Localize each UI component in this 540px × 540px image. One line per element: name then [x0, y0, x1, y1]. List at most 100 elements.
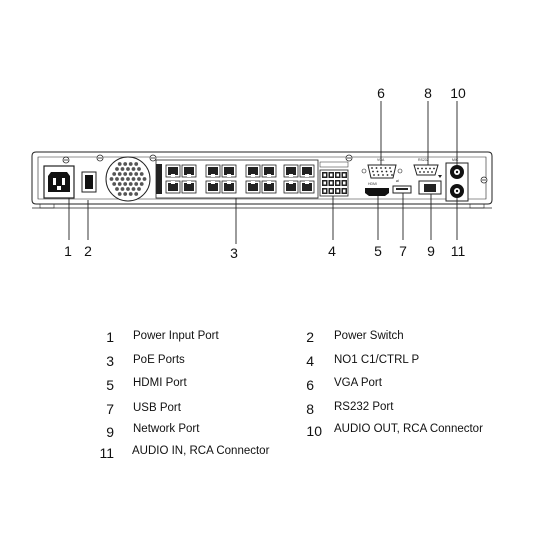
poe-port-socket: [248, 183, 258, 191]
rs232-pin: [431, 171, 433, 173]
callout-numbers: 6 8 10 1 2 3 4 5 7 9 11: [64, 85, 466, 261]
terminal-screw: [343, 189, 346, 193]
fan-hole: [134, 162, 139, 166]
rs232-label: RS232: [418, 158, 429, 162]
legend-text-6: VGA Port: [334, 377, 382, 389]
poe-port-latch: [289, 181, 293, 184]
fan-hole: [128, 162, 133, 166]
audio-out-rca: [450, 165, 464, 179]
usb-symbol: ⇌: [396, 179, 400, 183]
fan-hole: [123, 192, 128, 196]
vga-pin: [389, 167, 391, 169]
hdmi-port: HDMI: [365, 182, 389, 196]
legend-text-2: Power Switch: [334, 330, 404, 342]
rs232-pin: [433, 167, 435, 170]
vga-pin: [390, 170, 392, 173]
legend-text-4: NO1 C1/CTRL P: [334, 354, 420, 366]
terminal-screw: [336, 173, 339, 177]
fan-hole: [120, 177, 125, 181]
vga-pin: [380, 167, 382, 169]
vga-pin: [377, 174, 380, 176]
fan-hole: [123, 172, 128, 176]
rs232-pin: [419, 171, 421, 173]
terminal-screw: [323, 173, 326, 177]
fan-hole: [137, 187, 141, 191]
fan-grille: [105, 156, 151, 202]
rs232-port: RS232: [413, 158, 439, 176]
fan-hole: [112, 182, 117, 186]
vga-pin: [372, 170, 374, 173]
poe-port-socket: [208, 183, 218, 191]
fan-hole: [115, 187, 119, 191]
fan-hole: [120, 187, 125, 191]
fan-hole: [120, 167, 125, 171]
poe-port-socket: [184, 167, 194, 175]
poe-port-latch: [251, 174, 255, 177]
legend-text-7: USB Port: [133, 402, 181, 414]
poe-port-socket: [184, 183, 194, 191]
legend-num-5: 5: [106, 377, 114, 393]
poe-port-latch: [289, 174, 293, 177]
fan-hole: [134, 182, 139, 186]
rs232-pin: [427, 171, 429, 173]
rs232-pin: [425, 167, 427, 170]
legend-num-1: 1: [106, 329, 114, 345]
callout-10: 10: [450, 85, 466, 101]
vga-pin: [371, 167, 373, 169]
poe-port-latch: [305, 174, 309, 177]
fan-hole: [126, 167, 130, 171]
poe-port-latch: [171, 174, 175, 177]
fan-hole: [117, 182, 122, 186]
usb-port: ⇌: [392, 179, 412, 194]
fan-hole: [117, 192, 122, 196]
vga-pin: [384, 167, 387, 169]
poe-port-socket: [302, 183, 312, 191]
fan-hole: [137, 167, 141, 171]
fan-hole: [109, 177, 114, 181]
terminal-screw: [323, 181, 326, 185]
poe-port-latch: [211, 174, 215, 177]
rs232-pin: [421, 167, 423, 170]
poe-port-socket: [208, 167, 218, 175]
poe-port-latch: [267, 174, 271, 177]
fan-hole: [137, 177, 141, 181]
legend-text-10: AUDIO OUT, RCA Connector: [334, 423, 483, 435]
fan-hole: [131, 187, 136, 191]
fan-hole: [123, 182, 128, 186]
terminal-screw: [336, 189, 339, 193]
poe-port-socket: [248, 167, 258, 175]
legend-num-7: 7: [106, 401, 114, 417]
legend-num-4: 4: [306, 353, 314, 369]
callout-6: 6: [377, 85, 385, 101]
legend-text-8: RS232 Port: [334, 401, 394, 413]
poe-port-latch: [187, 181, 191, 184]
vga-pin: [386, 174, 389, 176]
fan-hole: [126, 187, 130, 191]
terminal-screw: [323, 189, 326, 193]
fan-hole: [139, 172, 144, 176]
poe-port-socket: [224, 183, 234, 191]
vga-pin: [391, 174, 393, 176]
vga-pin: [382, 174, 384, 176]
poe-ports: [155, 159, 319, 199]
fan-hole: [123, 162, 128, 166]
callout-5: 5: [374, 243, 382, 259]
poe-port-socket: [264, 183, 274, 191]
hdmi-label: HDMI: [368, 182, 377, 186]
fan-hole: [128, 192, 133, 196]
legend-text-11: AUDIO IN, RCA Connector: [132, 445, 270, 457]
legend-num-2: 2: [306, 329, 314, 345]
vga-pin: [385, 170, 388, 173]
legend-num-3: 3: [106, 353, 114, 369]
poe-port-latch: [227, 174, 231, 177]
legend-num-8: 8: [306, 401, 314, 417]
callout-4: 4: [328, 243, 336, 259]
vga-pin: [376, 170, 379, 173]
legend-text-3: PoE Ports: [133, 354, 185, 366]
poe-port-socket: [168, 167, 178, 175]
terminal-screw: [330, 173, 333, 177]
poe-port-latch: [187, 174, 191, 177]
control-terminal: [319, 161, 349, 197]
rs232-pin: [423, 171, 425, 173]
fan-hole: [131, 167, 136, 171]
